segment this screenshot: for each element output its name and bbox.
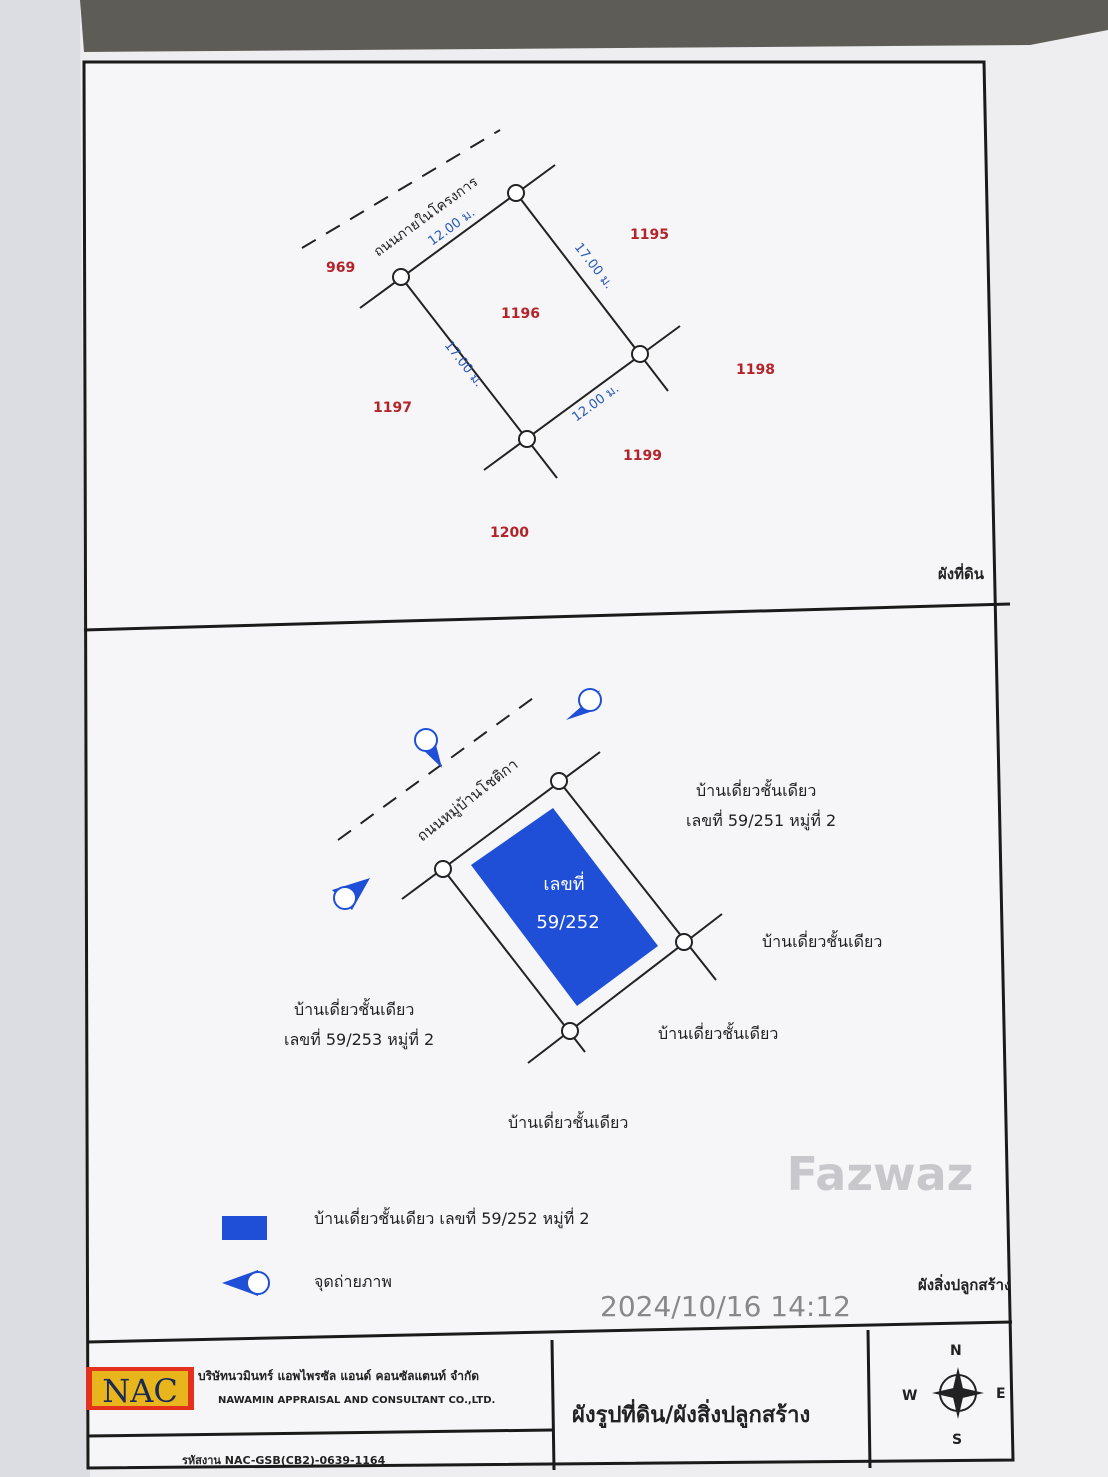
corner-marker	[518, 430, 536, 448]
plot-1197: 1197	[373, 400, 412, 416]
corner-marker	[392, 268, 410, 286]
legend-house-swatch	[222, 1216, 267, 1240]
legend-house-label: บ้านเดี่ยวชั้นเดียว เลขที่ 59/252 หมู่ที…	[314, 1207, 590, 1229]
svg-text:W: W	[902, 1388, 917, 1404]
job-code: รหัสงาน NAC-GSB(CB2)-0639-1164	[182, 1454, 386, 1467]
neighbor-ne-type: บ้านเดี่ยวชั้นเดียว	[696, 779, 816, 800]
svg-text:N: N	[950, 1343, 962, 1359]
neighbor-ne-number: เลขที่ 59/251 หมู่ที่ 2	[686, 809, 836, 831]
house-label: เลขที่	[543, 871, 584, 895]
nac-logo-text: NAC	[102, 1372, 178, 1410]
page-frame	[82, 60, 1015, 1470]
svg-text:S: S	[952, 1432, 962, 1448]
plot-969: 969	[326, 260, 355, 276]
plot-1195: 1195	[630, 227, 669, 243]
corner-marker	[561, 1022, 579, 1040]
section-label-land: ผังที่ดิน	[938, 563, 985, 583]
plot-1198: 1198	[736, 362, 775, 378]
title-block: NAC บริษัทนวมินทร์ แอพไพรซัล แอนด์ คอนซั…	[86, 1290, 1013, 1471]
plot-1200: 1200	[490, 525, 529, 541]
photo-timestamp: 2024/10/16 14:12	[600, 1290, 851, 1323]
road-dashed-line	[337, 692, 541, 841]
legend-camera-label: จุดถ่ายภาพ	[314, 1272, 392, 1292]
left-page-edge	[0, 0, 90, 1477]
house-footprint	[471, 808, 658, 1006]
road-dashed-line	[301, 129, 501, 249]
boundary-line	[401, 751, 601, 900]
section-label-building: ผังสิ่งปลูกสร้าง	[918, 1274, 1011, 1295]
section-divider	[83, 602, 1011, 632]
neighbor-south: บ้านเดี่ยวชั้นเดียว	[508, 1111, 628, 1132]
plot-1196: 1196	[501, 306, 540, 322]
corner-marker	[675, 933, 693, 951]
camera-point-icon	[222, 1270, 270, 1296]
fazwaz-watermark: Fazwaz	[787, 1147, 974, 1201]
neighbor-west-type: บ้านเดี่ยวชั้นเดียว	[294, 998, 414, 1019]
plot-1199: 1199	[623, 448, 662, 464]
camera-point-icon	[414, 728, 442, 768]
building-plan: เลขที่ 59/252 ถนนหมู่บ้านโชติกา บ้านเดี่…	[222, 688, 1011, 1296]
boundary-line	[442, 868, 586, 1053]
camera-point-icon	[566, 688, 602, 720]
corner-marker	[550, 772, 568, 790]
house-number: 59/252	[536, 912, 599, 933]
svg-text:E: E	[996, 1386, 1006, 1402]
company-name-en: NAWAMIN APPRAISAL AND CONSULTANT CO.,LTD…	[218, 1395, 495, 1406]
camera-point-icon	[332, 878, 370, 910]
compass-rose-icon: N W E S	[902, 1343, 1006, 1448]
corner-marker	[631, 345, 649, 363]
drawing-title: ผังรูปที่ดิน/ผังสิ่งปลูกสร้าง	[572, 1398, 810, 1429]
neighbor-south-east: บ้านเดี่ยวชั้นเดียว	[658, 1022, 778, 1043]
corner-marker	[434, 860, 452, 878]
company-name-th: บริษัทนวมินทร์ แอพไพรซัล แอนด์ คอนซัลแตน…	[198, 1368, 479, 1383]
corner-marker	[507, 184, 525, 202]
neighbor-east: บ้านเดี่ยวชั้นเดียว	[762, 930, 882, 951]
background-top	[80, 0, 1108, 52]
neighbor-west-number: เลขที่ 59/253 หมู่ที่ 2	[284, 1028, 434, 1050]
